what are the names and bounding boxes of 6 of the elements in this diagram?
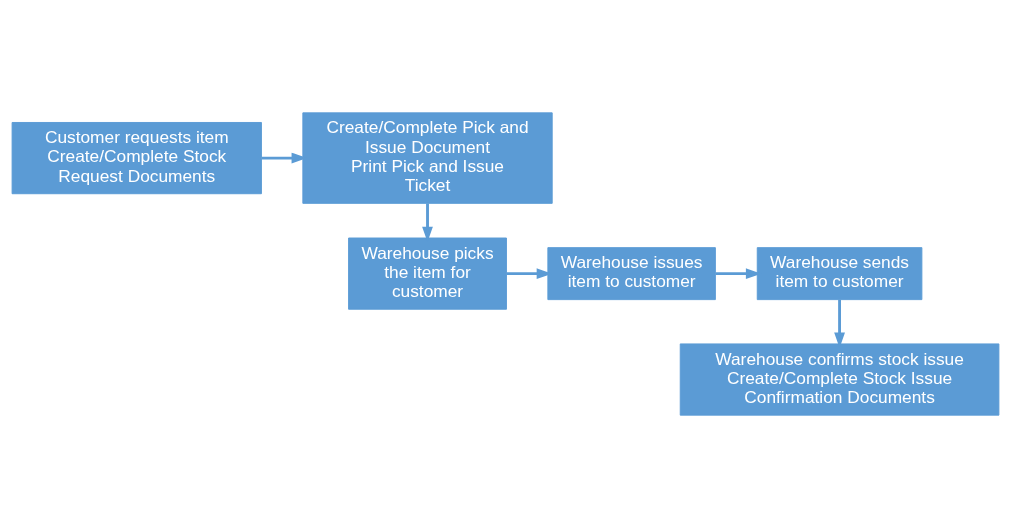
node-box: Customer requests item Create/Complete Stock Request Documents bbox=[11, 121, 262, 194]
node-box: Warehouse issues item to customer bbox=[547, 246, 716, 300]
node-box: Warehouse confirms stock issue Create/Complete Stock Issue Confirmation Documents bbox=[679, 342, 1000, 416]
node-box: Warehouse sends item to customer bbox=[756, 246, 923, 300]
node-box: Create/Complete Pick and Issue Document Print Pick and Issue Ticket bbox=[302, 111, 553, 204]
node-box: Warehouse picks the item for customer bbox=[348, 237, 507, 310]
